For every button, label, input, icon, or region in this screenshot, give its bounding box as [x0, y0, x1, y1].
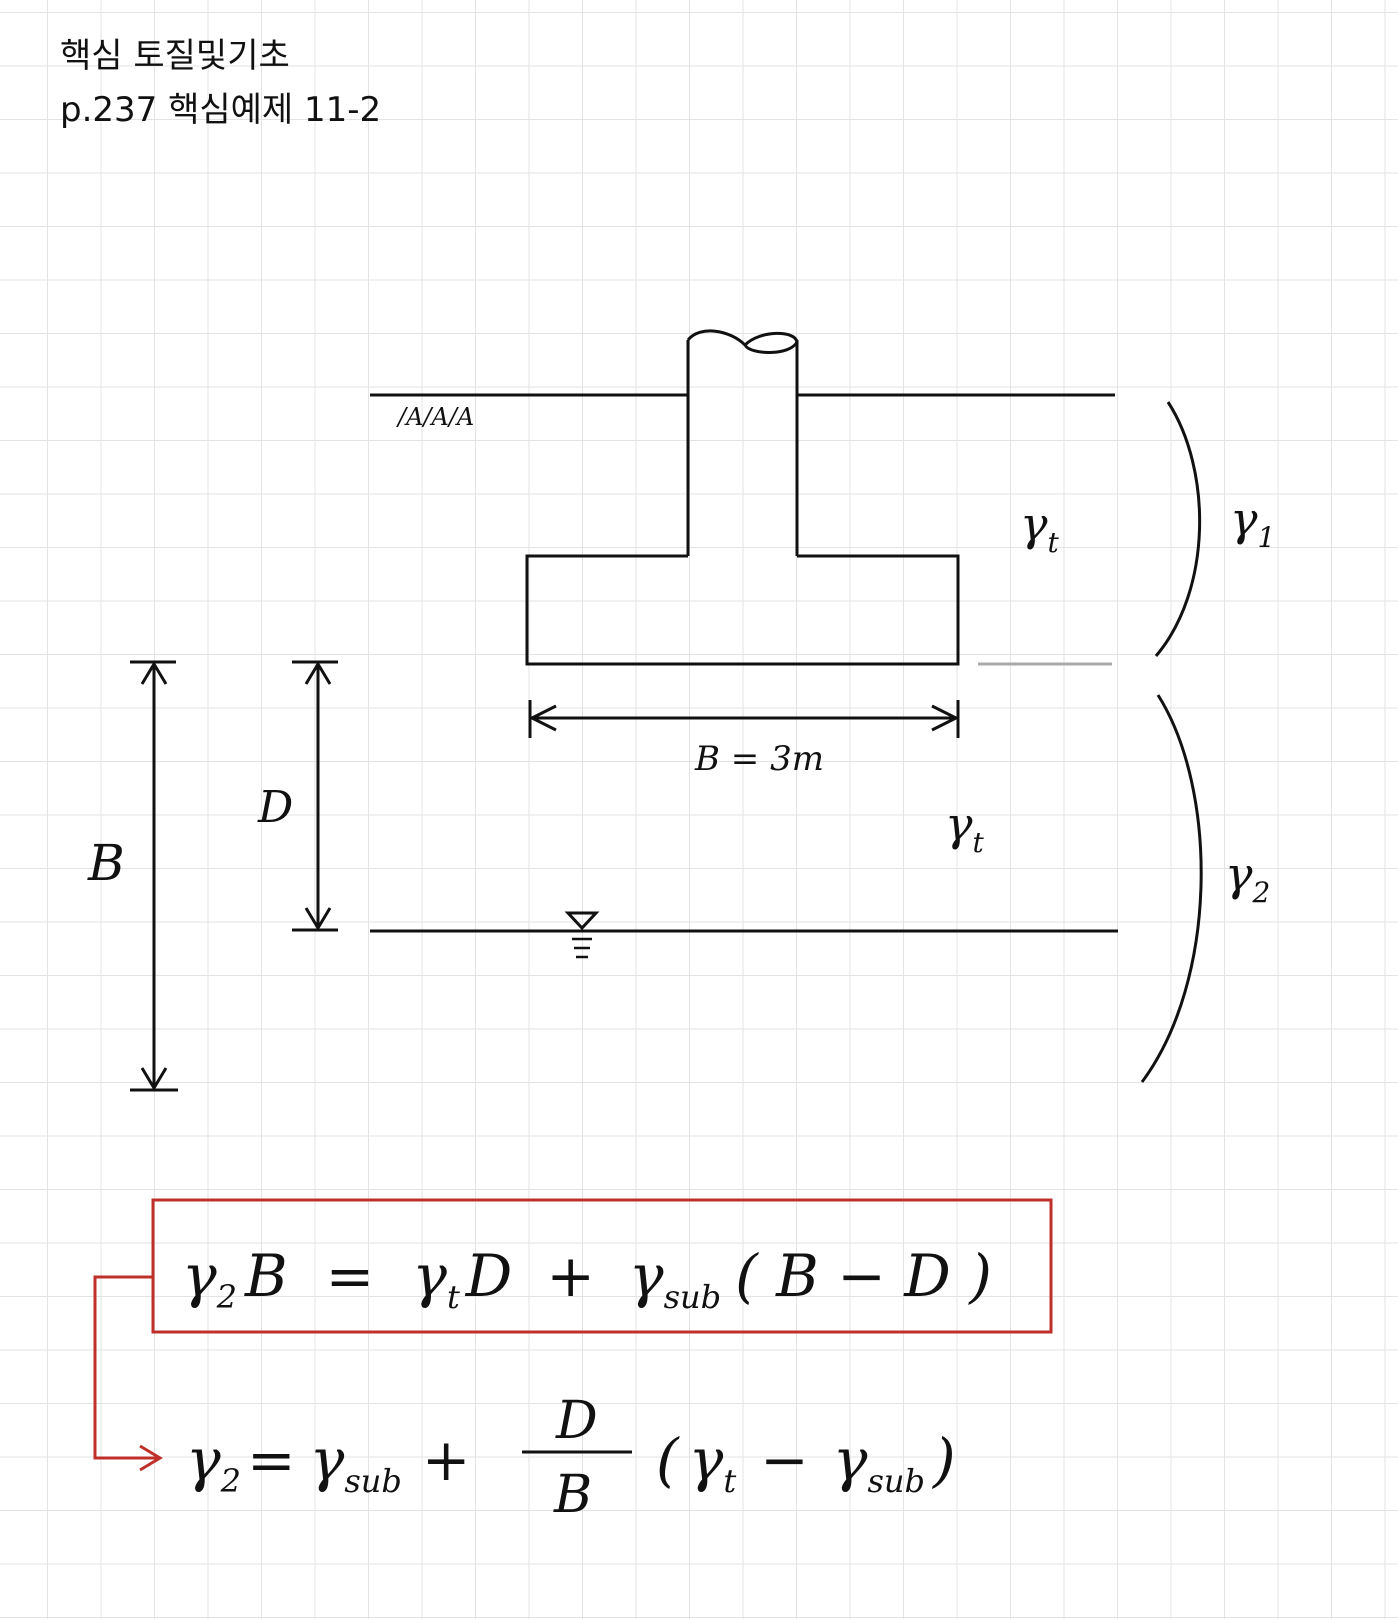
equation-result: γ2=γsub+	[186, 1426, 470, 1500]
b-arrow-bottom	[140, 1067, 168, 1091]
column-outline	[686, 340, 799, 556]
gamma-t-upper: γt	[1020, 497, 1060, 559]
column-break-top	[686, 329, 799, 354]
footing-outline	[525, 554, 960, 666]
b-label: B	[87, 834, 125, 892]
ground-surface-symbol: /A/A/A	[396, 403, 474, 431]
brace-gamma-2	[1140, 694, 1203, 1083]
d-arrow-bottom	[304, 907, 332, 931]
header-title: 핵심 토질및기초	[60, 36, 290, 76]
gamma-2-label: γ2	[1225, 847, 1270, 909]
d-label: D	[257, 782, 293, 833]
fraction-numerator: D	[555, 1391, 598, 1451]
fraction-denominator: B	[553, 1465, 592, 1525]
connector-line	[93, 1275, 160, 1460]
width-arrow-right	[931, 704, 960, 732]
d-arrow-top	[304, 661, 332, 685]
gamma-t-lower: γt	[945, 797, 985, 859]
equation-result-tail: (γt−γsub)	[656, 1426, 956, 1500]
b-arrow-top	[140, 661, 168, 685]
brace-gamma-1	[1154, 401, 1202, 657]
header-subtitle: p.237 핵심예제 11-2	[60, 90, 382, 130]
width-label: B = 3m	[694, 739, 824, 779]
connector-arrowhead	[139, 1444, 163, 1472]
equation-box	[151, 1198, 1053, 1334]
water-table-icon	[564, 911, 600, 931]
gamma-1-label: γ1	[1230, 492, 1275, 554]
width-arrow-left	[528, 704, 557, 732]
